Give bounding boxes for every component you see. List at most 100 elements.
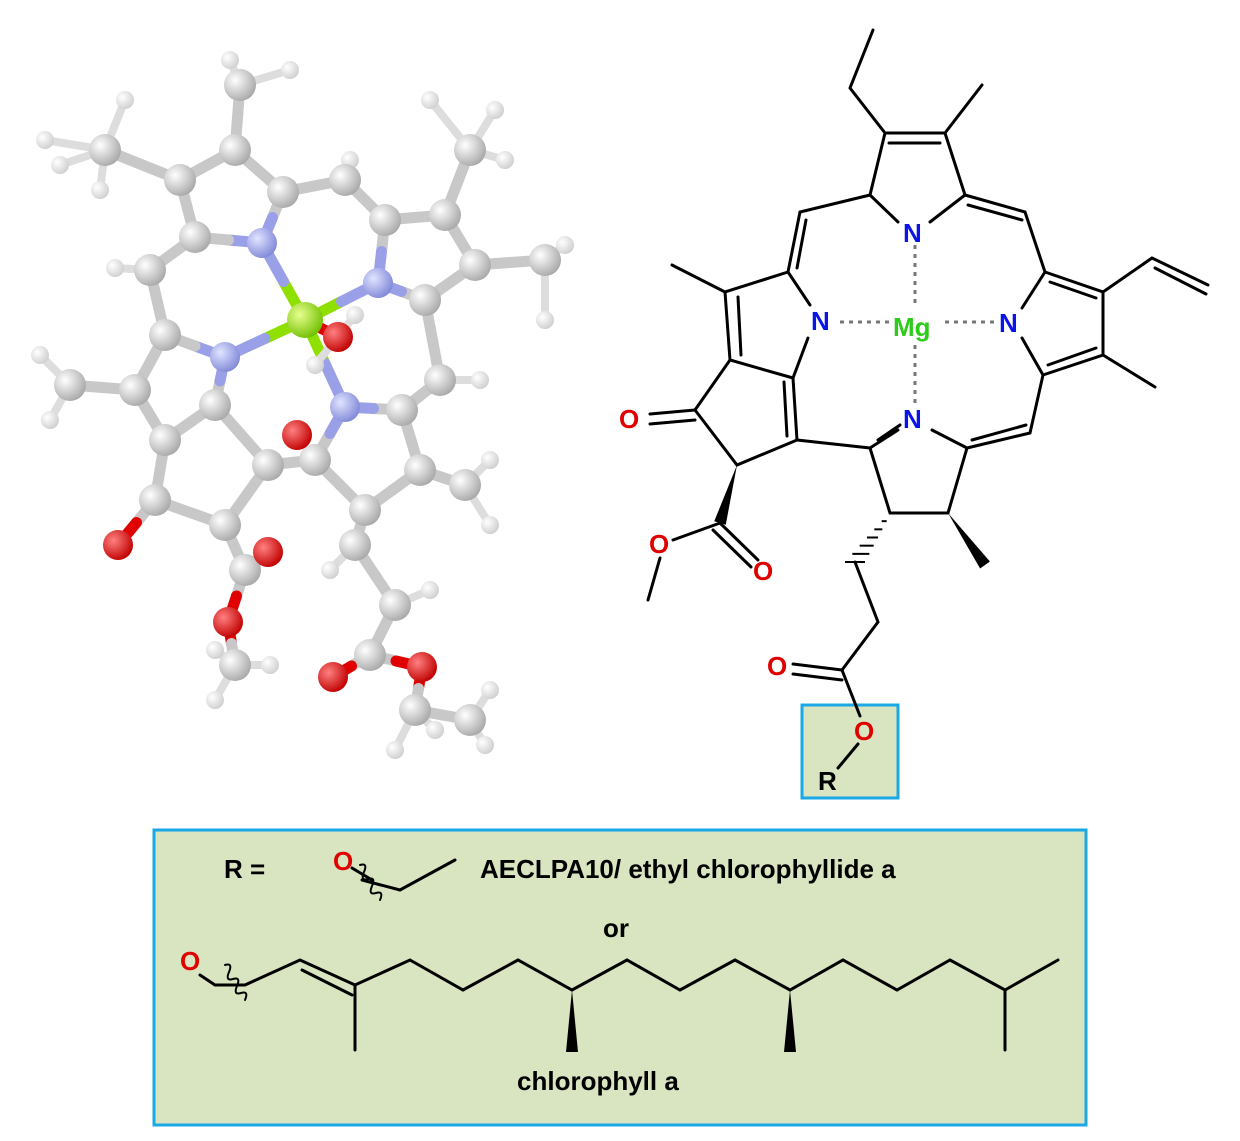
carbon-atom — [404, 454, 436, 486]
atom-o-ketone: O — [619, 404, 639, 434]
hydrogen-atom — [91, 181, 109, 199]
bond — [836, 742, 860, 770]
oxygen-atom — [318, 662, 348, 692]
carbon-atom — [329, 164, 361, 196]
hydrogen-atom — [41, 411, 59, 429]
atom-n-left: N — [811, 306, 830, 336]
hydrogen-atom — [386, 741, 404, 759]
oxygen-atom — [282, 420, 312, 450]
carbon-atom — [349, 494, 381, 526]
legend-o-ethyl: O — [333, 846, 353, 876]
hydrogen-atom — [206, 641, 224, 659]
hydrogen-atom — [346, 306, 364, 324]
hydrogen-atom — [206, 691, 224, 709]
r-equals-label: R = — [224, 854, 265, 884]
bond — [868, 446, 969, 515]
bond — [868, 193, 900, 224]
option1-label: AECLPA10/ ethyl chlorophyllide a — [480, 854, 896, 884]
carbon-atom — [459, 249, 491, 281]
hydrogen-atom — [321, 561, 339, 579]
hydrogen-atom — [556, 236, 574, 254]
carbon-atom — [399, 694, 431, 726]
atom-o-chain-single: O — [854, 716, 874, 746]
bond — [791, 672, 844, 682]
hydrogen-atom — [421, 91, 439, 109]
carbon-atom — [199, 389, 231, 421]
bond — [648, 408, 697, 416]
legend-o-phytyl: O — [180, 946, 200, 976]
carbon-atom — [369, 204, 401, 236]
carbon-atom — [119, 374, 151, 406]
bond — [928, 193, 967, 224]
atom-mg: Mg — [893, 312, 931, 342]
hydrogen-atom — [471, 371, 489, 389]
carbon-atom — [339, 529, 371, 561]
carbon-atom — [267, 176, 299, 208]
stereo-bonds — [566, 465, 990, 1052]
atom-o-chain-double: O — [767, 651, 787, 681]
nitrogen-atom — [247, 228, 277, 258]
or-label: or — [603, 913, 629, 943]
hydrogen-atom — [261, 656, 279, 674]
bond — [963, 193, 1047, 274]
carbon-atom — [409, 284, 441, 316]
bond — [970, 423, 1028, 442]
bond — [350, 866, 374, 882]
bond — [943, 83, 984, 135]
bond — [848, 28, 887, 135]
bond — [795, 218, 808, 270]
carbon-atom — [449, 469, 481, 501]
atom-o-ester-double: O — [753, 556, 773, 586]
mg-n-coordination-bonds — [840, 245, 997, 403]
bond — [965, 373, 1045, 450]
r-group-legend-box — [152, 828, 1088, 1127]
wedge-bond — [566, 990, 578, 1052]
carbon-atom — [354, 639, 386, 671]
wedge-bond — [948, 513, 990, 569]
bond — [786, 193, 872, 274]
bond — [718, 521, 760, 562]
carbon-atom — [134, 254, 166, 286]
bond — [1101, 256, 1210, 294]
carbon-atom — [299, 444, 331, 476]
carbon-atom — [164, 164, 196, 196]
bond — [648, 418, 697, 426]
bond — [782, 380, 789, 438]
oxygen-atom — [253, 537, 283, 567]
ball-and-stick-model — [31, 51, 574, 759]
carbon-atom — [219, 649, 251, 681]
bond — [1153, 266, 1208, 296]
carbon-atom — [209, 509, 241, 541]
atom-n-bottom: N — [903, 404, 922, 434]
carbon-atom — [386, 394, 418, 426]
atom-r: R — [818, 766, 837, 796]
magnesium-atom — [287, 302, 323, 338]
wavy-bond — [224, 963, 248, 1001]
bond — [711, 528, 753, 569]
skeletal-structure — [198, 28, 1210, 1052]
wedge-bond — [714, 465, 737, 525]
hydrogen-atom — [481, 516, 499, 534]
bond — [1020, 336, 1045, 377]
hydrogen-atom — [536, 311, 554, 329]
oxygen-atom — [103, 530, 133, 560]
bond — [1101, 353, 1157, 389]
bond — [670, 263, 727, 294]
wedge-bond — [784, 990, 796, 1052]
atom-o-ester-single: O — [649, 529, 669, 559]
bond — [786, 270, 812, 307]
carbon-atom — [252, 449, 284, 481]
bond — [1048, 280, 1098, 300]
bond — [671, 521, 722, 542]
oxygen-atom — [323, 322, 353, 352]
hydrogen-atom — [481, 681, 499, 699]
carbon-atom — [454, 704, 486, 736]
bond — [1041, 270, 1105, 377]
atom-n-top: N — [903, 218, 922, 248]
hydrogen-atom — [51, 156, 69, 174]
hydrogen-atom — [36, 131, 54, 149]
bond — [213, 958, 1060, 992]
carbon-atom — [379, 589, 411, 621]
